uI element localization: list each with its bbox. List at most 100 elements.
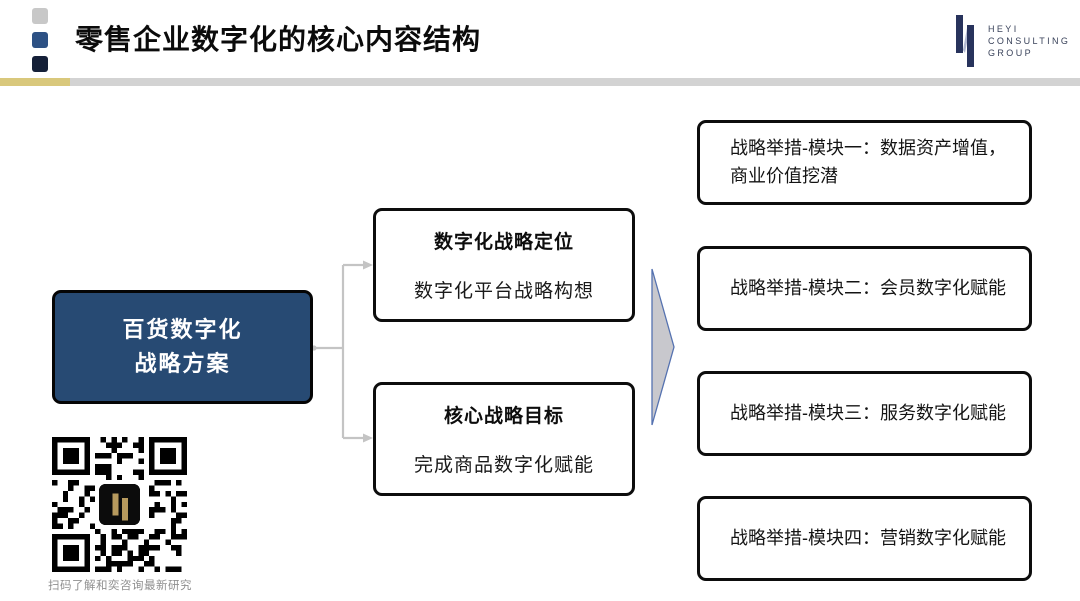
qr-module <box>176 550 182 556</box>
qr-module <box>57 512 63 518</box>
qr-module <box>62 447 79 464</box>
qr-module <box>149 555 155 562</box>
qr-module <box>127 528 133 535</box>
qr-module <box>138 550 144 556</box>
qr-module <box>160 447 177 464</box>
qr-module <box>165 480 171 486</box>
qr-module <box>122 545 128 551</box>
header-underline-bar <box>0 78 1080 86</box>
qr-module <box>100 437 106 443</box>
qr-module <box>62 545 79 562</box>
qr-module <box>106 442 112 448</box>
qr-module <box>165 539 171 545</box>
qr-module <box>52 501 58 508</box>
qr-module <box>62 491 69 497</box>
qr-module <box>79 501 85 508</box>
qr-module <box>79 496 85 502</box>
qr-module <box>89 485 96 491</box>
qr-module <box>52 512 58 518</box>
qr-module <box>111 442 117 448</box>
mid-box-core-goal: 核心战略目标 完成商品数字化赋能 <box>373 382 635 496</box>
qr-module <box>138 442 144 448</box>
qr-module <box>149 507 155 513</box>
qr-module <box>111 447 117 454</box>
qr-module <box>106 453 112 459</box>
qr-module <box>111 561 117 567</box>
qr-module <box>100 545 106 551</box>
qr-module <box>100 550 106 556</box>
qr-module <box>127 555 133 562</box>
qr-module <box>133 469 139 475</box>
header-bullet-square-light <box>32 8 48 24</box>
logo-text: HEYI CONSULTING GROUP <box>988 23 1070 59</box>
connector-lines <box>313 263 364 440</box>
qr-module <box>111 528 117 535</box>
mid-box-title: 数字化战略定位 <box>433 232 574 253</box>
qr-module <box>62 507 69 513</box>
right-box-module-1: 战略举措-模块一：数据资产增值，商业价值挖潜 <box>697 120 1032 205</box>
qr-module <box>160 480 166 486</box>
qr-module <box>95 545 101 551</box>
qr-module <box>68 480 74 486</box>
qr-module <box>106 566 112 572</box>
qr-module <box>176 512 182 518</box>
qr-module <box>149 561 155 567</box>
right-box-label: 战略举措-模块二：会员数字化赋能 <box>730 277 1006 298</box>
qr-module <box>138 447 144 454</box>
qr-module <box>122 539 128 545</box>
right-box-module-2: 战略举措-模块二：会员数字化赋能 <box>697 246 1032 331</box>
qr-module <box>138 474 144 481</box>
qr-module <box>154 501 160 508</box>
header-bullet-square-dark <box>32 56 48 72</box>
qr-module <box>133 555 139 562</box>
right-box-module-4: 战略举措-模块四：营销数字化赋能 <box>697 496 1032 581</box>
qr-module <box>98 483 141 526</box>
qr-module <box>116 550 123 556</box>
qr-module <box>149 545 155 551</box>
qr-module <box>176 566 182 572</box>
root-box-line-2: 战略方案 <box>134 351 231 376</box>
right-box-module-3: 战略举措-模块三：服务数字化赋能 <box>697 371 1032 456</box>
qr-module <box>106 561 112 567</box>
qr-module <box>149 512 155 518</box>
qr-module <box>62 496 69 502</box>
qr-module <box>133 534 139 540</box>
big-right-arrow-icon <box>651 268 675 426</box>
qr-module <box>181 528 187 535</box>
qr-module <box>154 491 160 497</box>
qr-module <box>143 550 150 556</box>
qr-module <box>138 437 144 443</box>
qr-module <box>111 534 117 540</box>
qr-module <box>95 453 101 459</box>
qr-module <box>154 566 160 572</box>
qr-module <box>143 545 150 551</box>
qr-module <box>181 512 187 518</box>
mid-box-title: 核心战略目标 <box>443 406 564 427</box>
qr-module <box>89 523 96 529</box>
qr-module <box>138 566 144 572</box>
qr-module <box>84 485 90 491</box>
qr-module <box>111 545 117 551</box>
qr-module <box>138 545 144 551</box>
qr-module <box>116 474 123 481</box>
qr-module <box>57 507 63 513</box>
qr-module <box>84 507 90 513</box>
mid-box-subtitle: 完成商品数字化赋能 <box>413 455 594 476</box>
qr-module <box>116 566 123 572</box>
qr-module <box>73 480 79 486</box>
qr-module <box>170 534 177 540</box>
qr-module <box>121 498 129 521</box>
qr-module <box>127 534 133 540</box>
qr-module <box>154 480 160 486</box>
qr-module <box>154 534 160 540</box>
qr-module <box>170 496 177 502</box>
right-box-label: 战略举措-模块四：营销数字化赋能 <box>730 527 1006 548</box>
qr-module <box>127 561 133 567</box>
qr-module <box>176 545 182 551</box>
qr-module <box>62 512 69 518</box>
qr-module <box>181 501 187 508</box>
qr-module <box>52 480 58 486</box>
qr-module <box>176 534 182 540</box>
qr-module <box>116 534 123 540</box>
qr-module <box>106 469 112 475</box>
